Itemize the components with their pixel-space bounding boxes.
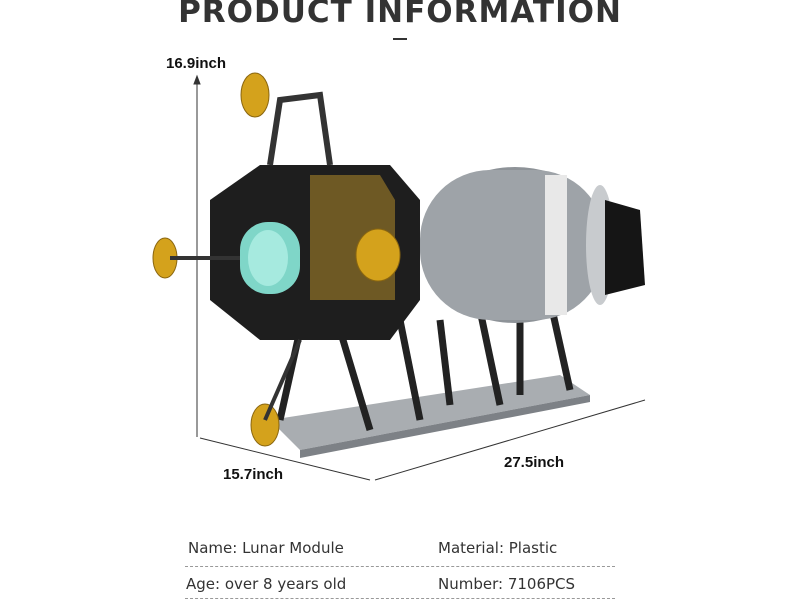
spec-material: Material: Plastic bbox=[438, 539, 558, 557]
length-dimension-label: 27.5inch bbox=[504, 454, 565, 471]
depth-dimension-label: 15.7inch bbox=[223, 466, 284, 483]
page-title: PRODUCT INFORMATION bbox=[178, 0, 622, 30]
lunar-module bbox=[210, 91, 420, 340]
title-underline bbox=[393, 38, 407, 40]
height-dimension-label: 16.9inch bbox=[166, 55, 227, 72]
spec-age: Age: over 8 years old bbox=[186, 575, 347, 593]
spec-divider bbox=[185, 566, 615, 567]
service-module bbox=[420, 167, 645, 323]
display-base bbox=[270, 375, 590, 458]
stand-legs bbox=[276, 299, 574, 432]
spec-name: Name: Lunar Module bbox=[188, 539, 344, 557]
gold-landing-pads bbox=[152, 72, 401, 447]
spec-number: Number: 7106PCS bbox=[438, 575, 576, 593]
spec-divider-bottom bbox=[185, 598, 615, 599]
